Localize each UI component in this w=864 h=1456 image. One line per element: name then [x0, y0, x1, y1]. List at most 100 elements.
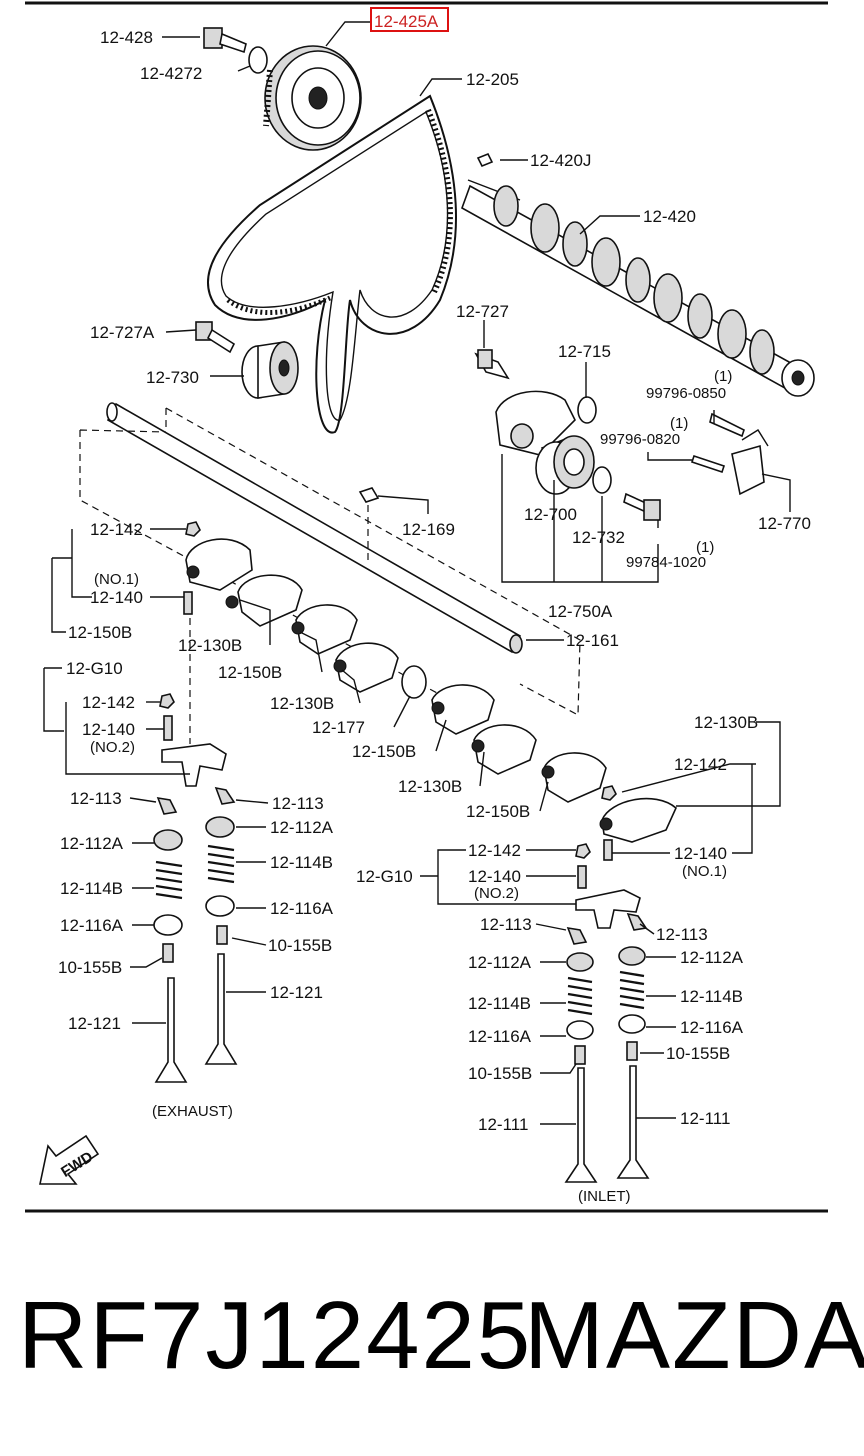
- screw-12-140-right-b: [577, 865, 587, 889]
- rocker-shaft-dashed-outline-upper: [165, 407, 581, 716]
- label-no1-right: (NO.1): [682, 863, 727, 880]
- label-in-10-155B-a: 10-155B: [468, 1064, 532, 1083]
- label-99796-0850-qty: (1): [714, 368, 732, 385]
- label-12-150B-d: 12-150B: [466, 802, 530, 821]
- label-12-727A: 12-727A: [90, 323, 155, 342]
- label-ex-12-112A-b: 12-112A: [270, 818, 334, 837]
- label-99796-0820: 99796-0820: [600, 431, 680, 448]
- label-inlet: (INLET): [578, 1188, 631, 1205]
- label-12-G10-left: 12-G10: [66, 659, 123, 678]
- label-12-428: 12-428: [100, 28, 153, 47]
- label-99784-1020: 99784-1020: [626, 554, 706, 571]
- label-12-130B-b: 12-130B: [270, 694, 334, 713]
- label-99784-1020-qty: (1): [696, 539, 714, 556]
- nut-12-142-right-a: [601, 785, 617, 801]
- label-12-420J: 12-420J: [530, 151, 591, 170]
- label-12-130B-c: 12-130B: [398, 777, 462, 796]
- bridge-12-G10-left: [161, 743, 227, 787]
- label-no1-left: (NO.1): [94, 571, 139, 588]
- label-12-130B-right: 12-130B: [694, 713, 758, 732]
- tensioner-spring-bolt-a: [709, 412, 745, 438]
- label-in-12-111-a: 12-111: [478, 1115, 528, 1134]
- label-exhaust: (EXHAUST): [152, 1103, 233, 1120]
- label-12-140-right-b: 12-140: [468, 867, 521, 886]
- label-12-142-right: 12-142: [674, 755, 727, 774]
- label-99796-0850: 99796-0850: [646, 385, 726, 402]
- label-ex-12-121-b: 12-121: [270, 983, 323, 1002]
- tensioner-pulley: [535, 435, 595, 495]
- label-in-12-112A-a: 12-112A: [468, 953, 532, 972]
- label-12-142-left: 12-142: [90, 520, 143, 539]
- label-12-425A: 12-425A: [374, 12, 439, 31]
- label-ex-12-114B-a: 12-114B: [60, 879, 123, 898]
- shaft-plug-12-169: [358, 487, 380, 503]
- label-12-140-left: 12-140: [90, 588, 143, 607]
- label-no2-left: (NO.2): [90, 739, 135, 756]
- label-12-142-right-b: 12-142: [468, 841, 521, 860]
- label-ex-12-121-a: 12-121: [68, 1014, 121, 1033]
- pulley-washer: [248, 46, 268, 74]
- label-in-12-113-a: 12-113: [480, 915, 532, 934]
- label-12-140-right: 12-140: [674, 844, 727, 863]
- label-12-700: 12-700: [524, 505, 577, 524]
- label-ex-12-114B-b: 12-114B: [270, 853, 333, 872]
- tensioner-pin: [474, 349, 510, 380]
- label-12-732: 12-732: [572, 528, 625, 547]
- label-ex-10-155B-b: 10-155B: [268, 936, 332, 955]
- label-12-770: 12-770: [758, 514, 811, 533]
- tensioner-spring: [731, 429, 769, 496]
- label-in-12-112A-b: 12-112A: [680, 948, 744, 967]
- label-12-4272: 12-4272: [140, 64, 202, 83]
- tensioner-spring-bolt-b: [690, 454, 726, 474]
- label-ex-12-113-a: 12-113: [70, 789, 122, 808]
- label-12-730: 12-730: [146, 368, 199, 387]
- screw-12-140-left: [183, 591, 193, 615]
- label-99796-0820-qty: (1): [670, 415, 688, 432]
- label-in-12-116A-b: 12-116A: [680, 1018, 744, 1037]
- label-in-12-113-b: 12-113: [656, 925, 708, 944]
- nut-12-142-left-b: [159, 693, 175, 709]
- label-12-G10-right: 12-G10: [356, 867, 413, 886]
- screw-12-140-right: [603, 839, 613, 861]
- inlet-valve-stack: [564, 912, 650, 1183]
- tensioner-bolt: [623, 492, 661, 521]
- rocker-shaft: [106, 402, 523, 654]
- rocker-arms: [185, 538, 677, 843]
- label-in-12-114B-a: 12-114B: [468, 994, 531, 1013]
- label-12-750A: 12-750A: [548, 602, 613, 621]
- label-12-420: 12-420: [643, 207, 696, 226]
- label-12-150B-a: 12-150B: [68, 623, 132, 642]
- idler-pulley: [241, 341, 299, 399]
- label-in-12-114B-b: 12-114B: [680, 987, 743, 1006]
- label-12-150B-c: 12-150B: [352, 742, 416, 761]
- label-ex-12-112A-a: 12-112A: [60, 834, 124, 853]
- label-in-10-155B-b: 10-155B: [666, 1044, 730, 1063]
- label-12-130B-a: 12-130B: [178, 636, 242, 655]
- tensioner-washer-a: [577, 396, 597, 424]
- pulley-bolt: [203, 27, 247, 54]
- label-12-161: 12-161: [566, 631, 619, 650]
- label-ex-12-113-b: 12-113: [272, 794, 324, 813]
- label-ex-12-116A-b: 12-116A: [270, 899, 334, 918]
- footer-brand: MAZDA: [524, 1282, 864, 1389]
- camshaft: [461, 179, 815, 397]
- label-12-169: 12-169: [402, 520, 455, 539]
- label-12-727: 12-727: [456, 302, 509, 321]
- exploded-parts-diagram: FWD: [25, 1, 828, 1213]
- label-12-142-left-b: 12-142: [82, 693, 135, 712]
- label-12-205: 12-205: [466, 70, 519, 89]
- label-ex-10-155B-a: 10-155B: [58, 958, 122, 977]
- camshaft-pulley: [263, 45, 362, 151]
- bridge-12-G10-right: [575, 889, 641, 929]
- label-12-177: 12-177: [312, 718, 365, 737]
- idler-bolt: [195, 321, 236, 354]
- camshaft-key: [476, 152, 494, 168]
- label-no2-right: (NO.2): [474, 885, 519, 902]
- highlight-box-12-425A: [370, 7, 449, 32]
- nut-12-142-left: [185, 521, 201, 537]
- footer-part-number: RF7J12425: [18, 1282, 533, 1389]
- label-in-12-116A-a: 12-116A: [468, 1027, 532, 1046]
- timing-belt: [206, 94, 457, 434]
- label-12-140-left-b: 12-140: [82, 720, 135, 739]
